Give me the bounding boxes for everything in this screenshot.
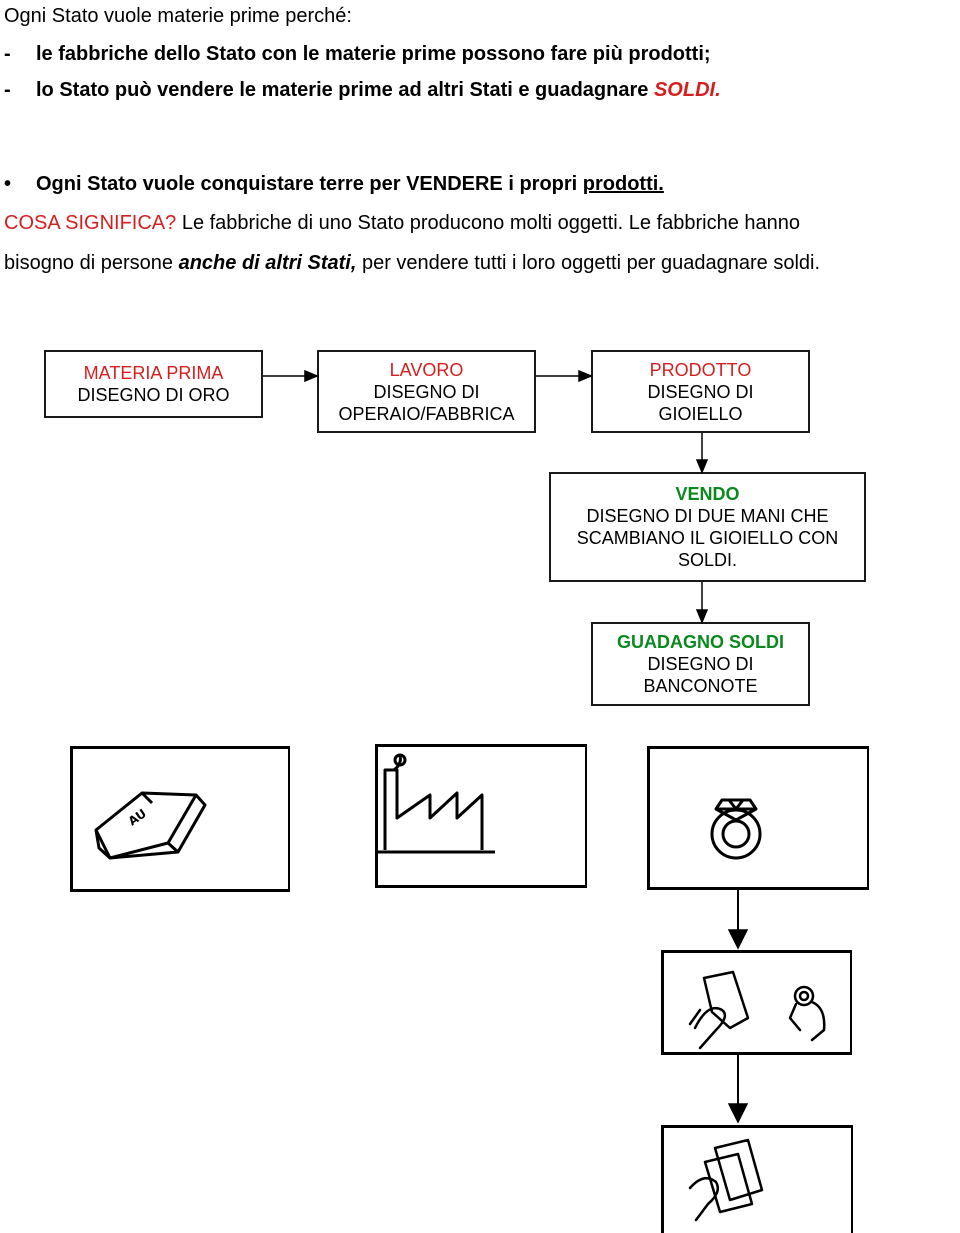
arrow-down-icon <box>727 1055 749 1124</box>
arrow-down-icon <box>727 890 749 950</box>
bullet-text: Ogni Stato vuole conquistare terre per V… <box>36 173 583 195</box>
explain-text: per vendere tutti i loro oggetti per gua… <box>356 252 821 274</box>
flow-box-earn: GUADAGNO SOLDI DISEGNO DI BANCONOTE <box>591 622 810 706</box>
flow-box-desc: OPERAIO/FABBRICA <box>338 403 515 424</box>
explain-line-2: bisogno di persone anche di altri Stati,… <box>4 251 820 275</box>
dash-item-sell: lo Stato può vendere le materie prime ad… <box>36 78 721 102</box>
intro-line: Ogni Stato vuole materie prime perché: <box>4 5 352 27</box>
dash-marker: - <box>4 79 11 101</box>
sketch-money-frame <box>661 1125 853 1233</box>
explain-emphasis: anche di altri Stati, <box>178 252 357 274</box>
arrow-right-icon <box>263 369 319 383</box>
dash-item-sell-text: lo Stato può vendere le materie prime ad… <box>36 79 654 101</box>
bullet-marker: • <box>4 173 12 195</box>
flow-box-title: VENDO <box>675 484 740 504</box>
flow-box-title: GUADAGNO SOLDI <box>616 632 784 652</box>
flow-box-desc: GIOIELLO <box>658 403 743 424</box>
bullet-underlined: prodotti. <box>582 173 664 195</box>
flow-box-work: LAVORO DISEGNO DI OPERAIO/FABBRICA <box>317 350 536 433</box>
sketch-gold-frame <box>70 746 290 892</box>
flow-box-desc: BANCONOTE <box>643 676 758 696</box>
flow-box-desc: DISEGNO DI <box>373 381 480 402</box>
arrow-down-icon <box>695 582 709 624</box>
sketch-factory-frame <box>375 744 587 888</box>
explain-text: Le fabbriche di uno Stato producono molt… <box>176 212 801 234</box>
dash-item-factories: le fabbriche dello Stato con le materie … <box>36 43 711 65</box>
flow-box-desc: SOLDI. <box>677 550 738 570</box>
flow-box-desc: SCAMBIANO IL GIOIELLO CON <box>576 528 839 548</box>
flow-box-title: PRODOTTO <box>649 359 752 380</box>
explain-text: bisogno di persone <box>4 252 179 274</box>
flow-box-title: MATERIA PRIMA <box>83 363 224 383</box>
arrow-right-icon <box>536 369 593 383</box>
sketch-hands-frame <box>661 950 852 1055</box>
dash-marker: - <box>4 43 11 65</box>
arrow-down-icon <box>695 433 709 474</box>
flow-box-desc: DISEGNO DI <box>647 381 754 402</box>
sketch-ring-frame <box>647 746 869 890</box>
question-label: COSA SIGNIFICA? <box>4 212 177 234</box>
flow-box-sell: VENDO DISEGNO DI DUE MANI CHE SCAMBIANO … <box>549 472 866 582</box>
flow-box-desc: DISEGNO DI ORO <box>77 385 230 405</box>
flow-box-title: LAVORO <box>389 359 464 380</box>
explain-line-1: COSA SIGNIFICA? Le fabbriche di uno Stat… <box>4 211 800 235</box>
flow-box-raw-material: MATERIA PRIMA DISEGNO DI ORO <box>44 350 263 418</box>
flow-box-desc: DISEGNO DI DUE MANI CHE <box>586 506 829 526</box>
flow-box-product: PRODOTTO DISEGNO DI GIOIELLO <box>591 350 810 433</box>
flow-box-desc: DISEGNO DI <box>647 654 754 674</box>
bullet-item: Ogni Stato vuole conquistare terre per V… <box>36 172 664 196</box>
soldi-emphasis: SOLDI. <box>653 79 721 101</box>
